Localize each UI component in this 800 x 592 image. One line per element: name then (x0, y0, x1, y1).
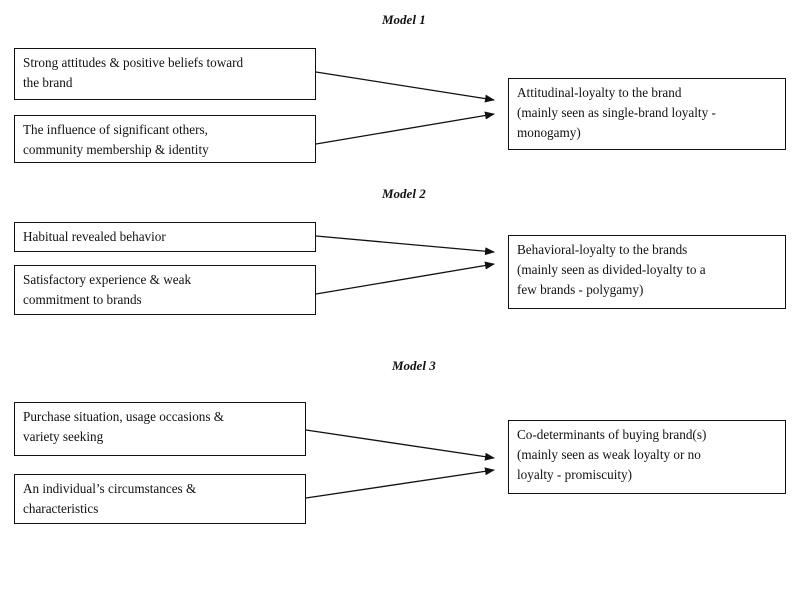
model2-arrow-2 (315, 261, 495, 295)
model-1-input-attitudes: Strong attitudes & positive beliefs towa… (14, 48, 316, 100)
model-3-output-co-determinants: Co-determinants of buying brand(s) (main… (508, 420, 786, 494)
model2-arrow-1 (315, 235, 495, 256)
model-2-input-satisfactory: Satisfactory experience & weak commitmen… (14, 265, 316, 315)
model-1-title: Model 1 (382, 12, 426, 27)
model3-arrow-1 (305, 429, 495, 461)
model-3-input-purchase-situation: Purchase situation, usage occasions & va… (14, 402, 306, 456)
model1-arrow-2 (315, 111, 495, 145)
model-1-input-influence: The influence of significant others, com… (14, 115, 316, 163)
model-3-title: Model 3 (392, 358, 436, 373)
model3-arrow-2 (305, 467, 495, 499)
model1-arrow-1 (315, 71, 495, 103)
model-2-input-habitual: Habitual revealed behavior (14, 222, 316, 252)
model-2-title: Model 2 (382, 186, 426, 201)
model-2-output-behavioral-loyalty: Behavioral-loyalty to the brands (mainly… (508, 235, 786, 309)
model-1-output-attitudinal-loyalty: Attitudinal-loyalty to the brand (mainly… (508, 78, 786, 150)
model-3-input-circumstances: An individual’s circumstances & characte… (14, 474, 306, 524)
